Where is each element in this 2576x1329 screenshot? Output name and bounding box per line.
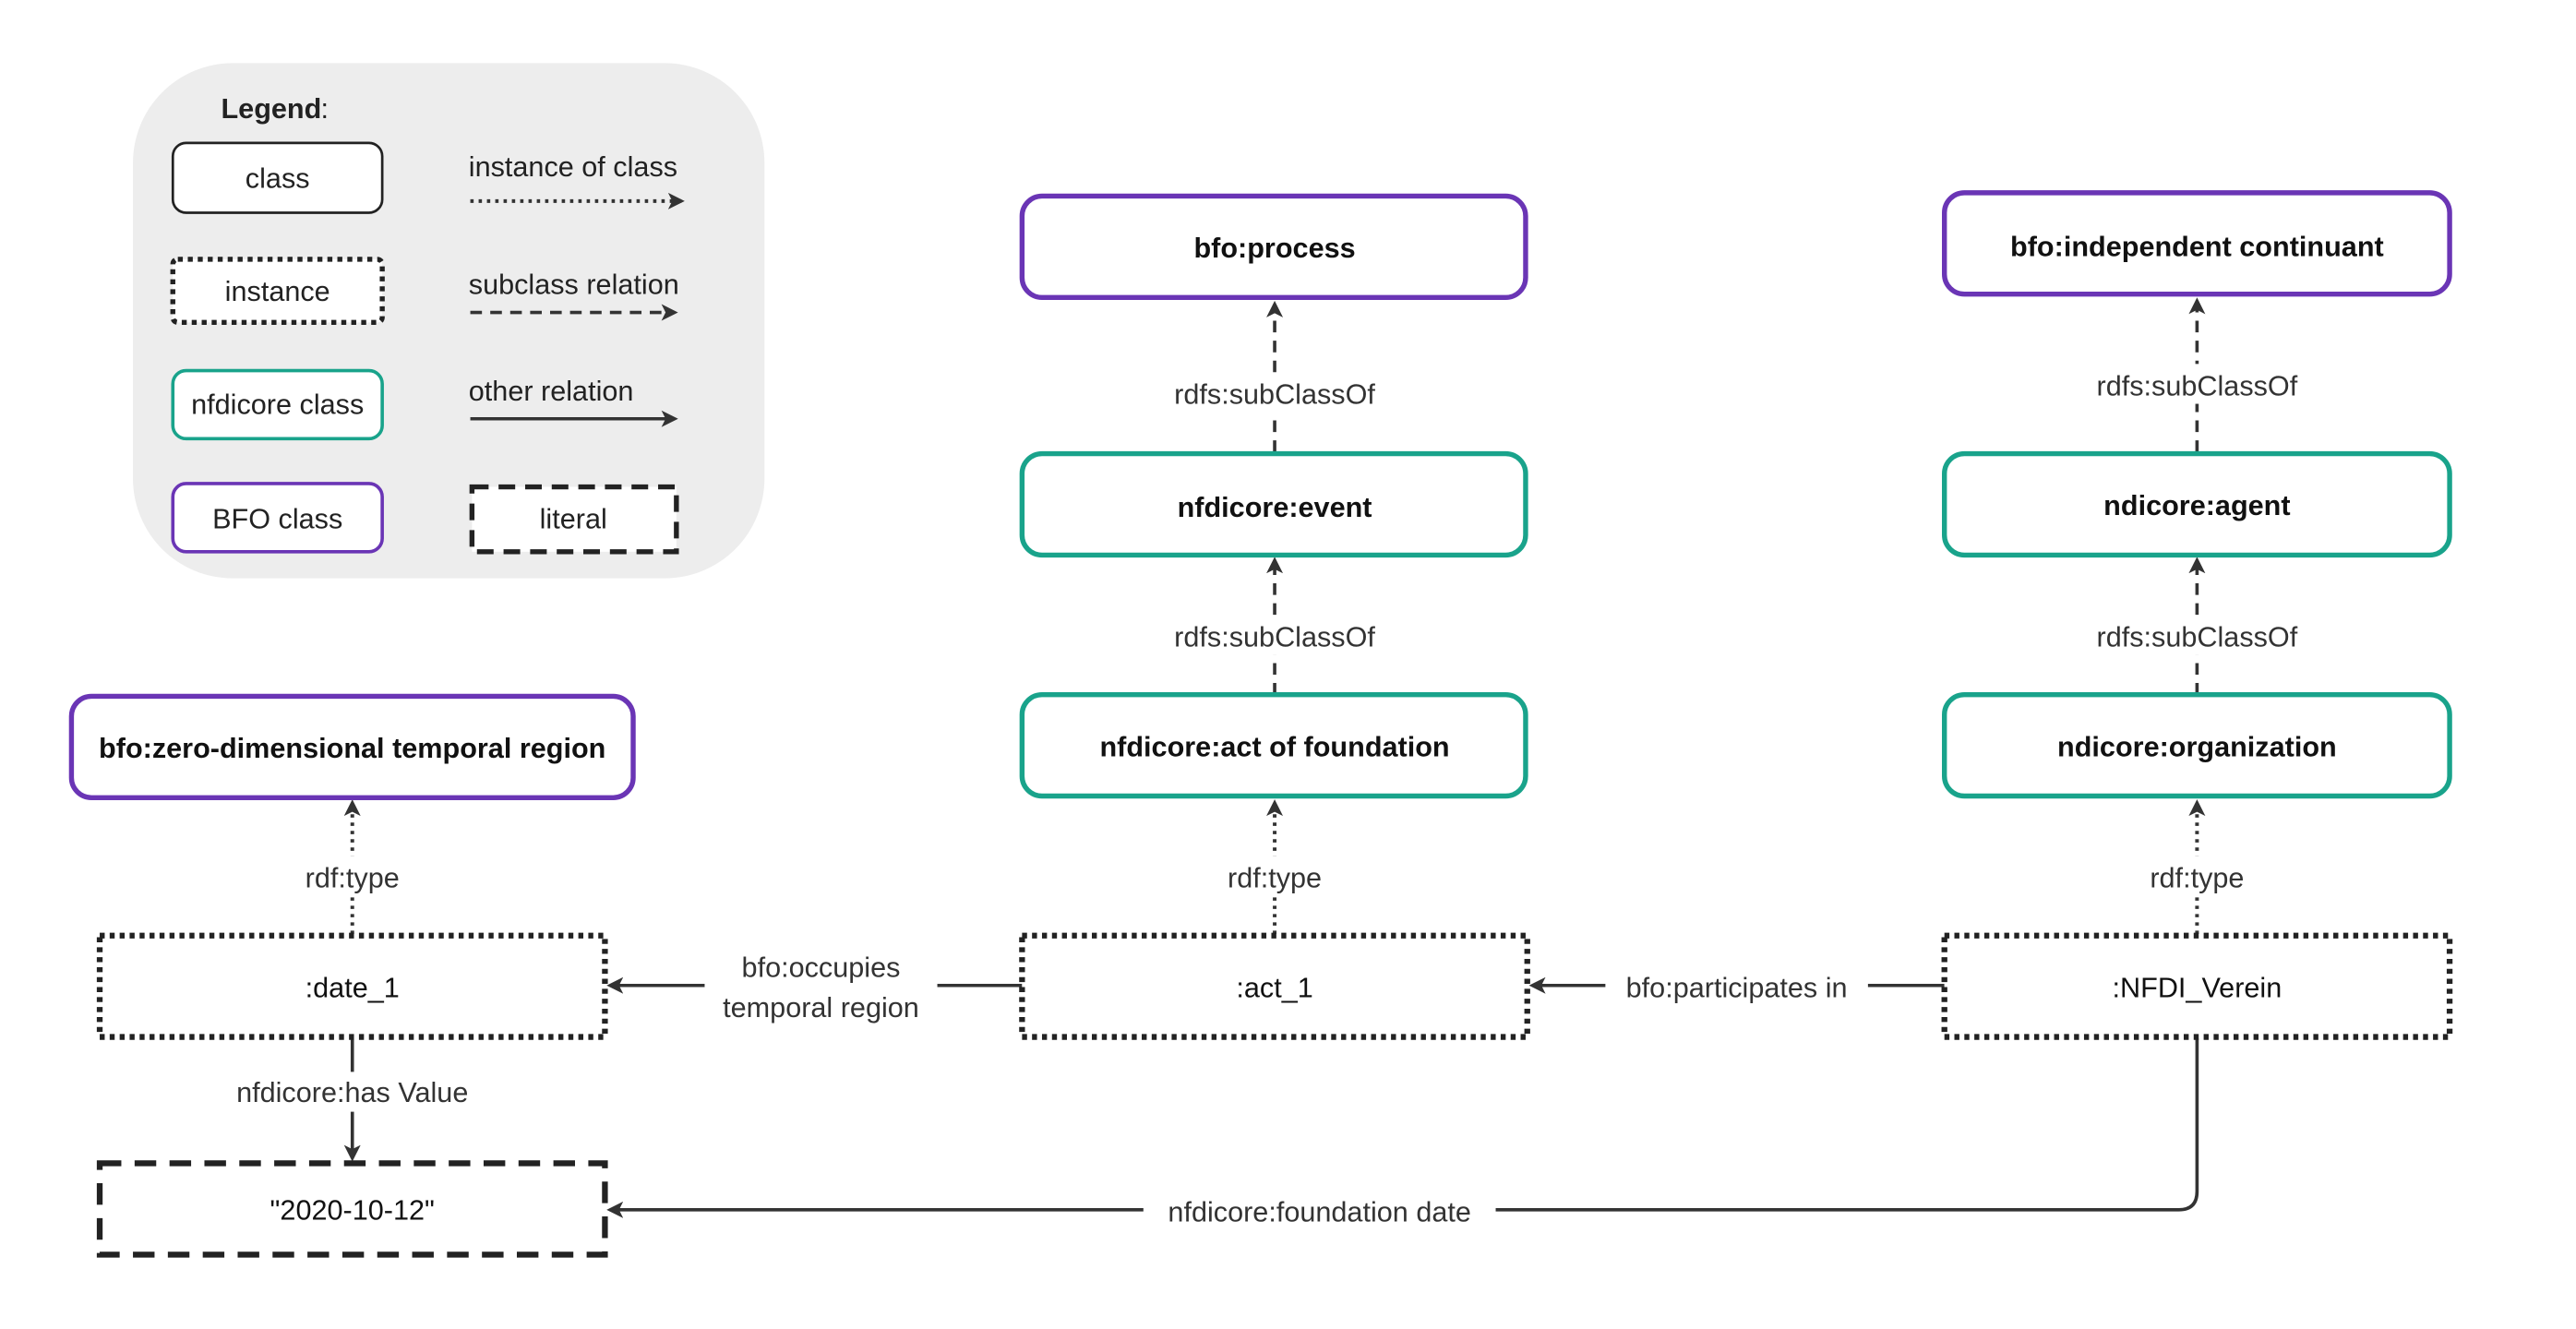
- nodes: bfo:process bfo:independent continuant b…: [68, 190, 2453, 1258]
- node-nfdicore-act-of-foundation-label: nfdicore:act of foundation: [1099, 731, 1449, 762]
- node-act-1: :act_1: [1019, 932, 1530, 1040]
- legend-bfo-class-box: [171, 482, 384, 554]
- node-bfo-process-label: bfo:process: [1193, 233, 1355, 264]
- legend-literal-box: [469, 484, 679, 555]
- label-subclassof-1: rdfs:subClassOf: [1174, 379, 1375, 411]
- label-foundation-date: nfdicore:foundation date: [1168, 1196, 1470, 1227]
- edge-verein-foundation-date: [606, 1038, 2199, 1218]
- label-participates-in: bfo:participates in: [1626, 972, 1848, 1003]
- node-ndicore-organization: ndicore:organization: [1942, 691, 2452, 799]
- node-bfo-process: bfo:process: [1019, 193, 1528, 301]
- legend-title: Legend: [221, 93, 321, 125]
- node-nfdicore-event: nfdicore:event: [1019, 450, 1528, 558]
- legend-other-relation-label: other relation: [469, 376, 634, 407]
- node-date-1: :date_1: [96, 932, 608, 1040]
- node-bfo-independent-continuant: bfo:independent continuant: [1942, 190, 2452, 297]
- legend-nfdicore-class-box: [171, 368, 384, 441]
- node-date-1-label: :date_1: [306, 972, 400, 1003]
- legend-class-label: class: [246, 162, 310, 194]
- node-bfo-independent-continuant-label: bfo:independent continuant: [2010, 231, 2384, 262]
- node-nfdicore-event-label: nfdicore:event: [1178, 492, 1372, 523]
- legend-subclass-relation-label: subclass relation: [469, 269, 679, 301]
- node-ndicore-agent: ndicore:agent: [1942, 450, 2452, 558]
- legend-title-colon: :: [321, 93, 329, 125]
- node-bfo-zero-dim-temporal-region-label: bfo:zero-dimensional temporal region: [99, 733, 605, 764]
- edge-labels: rdfs:subClassOf rdfs:subClassOf rdfs:sub…: [222, 364, 2309, 1230]
- label-subclassof-4: rdfs:subClassOf: [2097, 621, 2298, 653]
- legend-class-box: [171, 141, 384, 214]
- node-bfo-zero-dim-temporal-region: bfo:zero-dimensional temporal region: [68, 693, 636, 800]
- label-occupies-line2: temporal region: [723, 992, 919, 1024]
- label-rdftype-2: rdf:type: [1228, 863, 1322, 894]
- legend-bfo-class-label: BFO class: [212, 504, 342, 535]
- legend-instance-label: instance: [225, 276, 330, 307]
- node-literal-date: "2020-10-12": [96, 1160, 608, 1258]
- legend-instance-of-class-label: instance of class: [469, 151, 677, 183]
- label-occupies-line1: bfo:occupies: [742, 952, 901, 984]
- node-nfdicore-act-of-foundation: nfdicore:act of foundation: [1019, 691, 1528, 799]
- node-ndicore-organization-label: ndicore:organization: [2057, 731, 2337, 762]
- label-subclassof-3: rdfs:subClassOf: [2097, 371, 2298, 402]
- node-literal-date-label: "2020-10-12": [270, 1195, 435, 1227]
- label-has-value: nfdicore:has Value: [236, 1077, 468, 1108]
- label-rdftype-3: rdf:type: [2150, 863, 2244, 894]
- node-act-1-label: :act_1: [1236, 972, 1312, 1003]
- label-rdftype-1: rdf:type: [306, 863, 400, 894]
- node-ndicore-agent-label: ndicore:agent: [2103, 490, 2290, 521]
- label-subclassof-2: rdfs:subClassOf: [1174, 621, 1375, 653]
- node-nfdi-verein-label: :NFDI_Verein: [2113, 972, 2282, 1003]
- legend-literal-label: literal: [540, 504, 607, 535]
- legend: Legend : class instance nfdicore class B…: [133, 63, 765, 579]
- node-nfdi-verein: :NFDI_Verein: [1941, 932, 2453, 1040]
- legend-instance-box: [170, 257, 385, 326]
- legend-nfdicore-class-label: nfdicore class: [191, 389, 364, 420]
